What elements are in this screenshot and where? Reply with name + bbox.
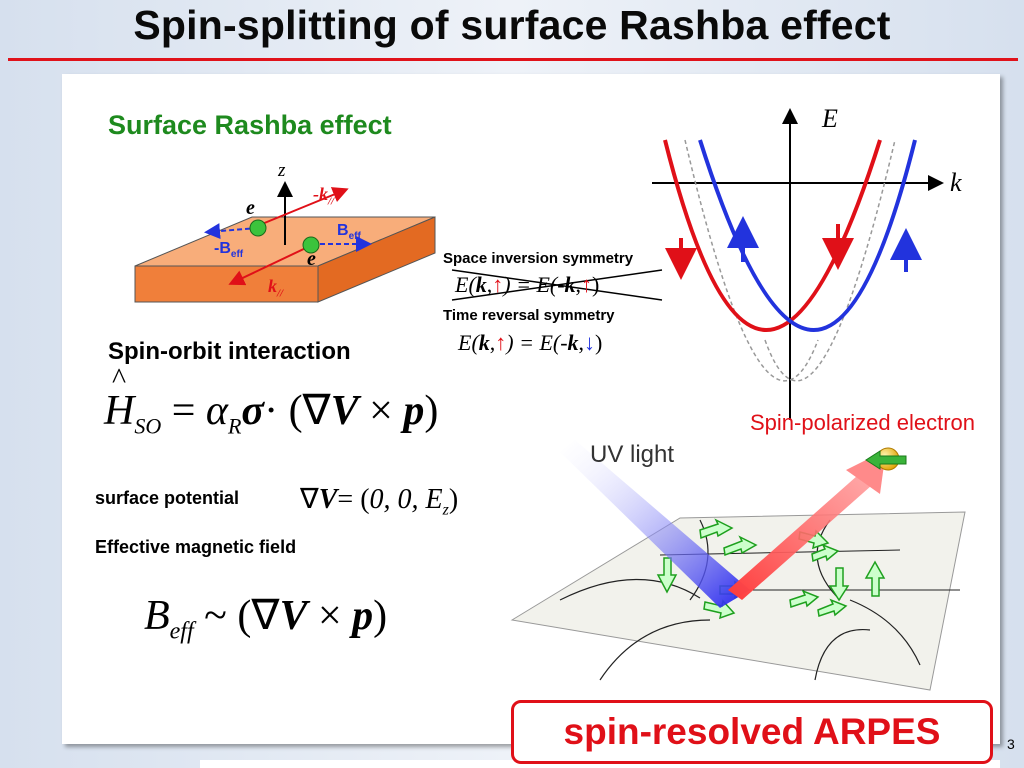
band-gray-dashed-left [684, 139, 819, 382]
band-diagram [652, 108, 944, 420]
minus-k-label: -k// [313, 184, 335, 208]
energy-axis-label: E [822, 104, 838, 133]
electron-label-bottom: e [307, 248, 316, 270]
slide-title: Spin-splitting of surface Rashba effect [133, 2, 891, 48]
spin-polarized-electron-label: Spin-polarized electron [750, 410, 976, 435]
title-rule [8, 58, 1018, 61]
spin-arrow [789, 589, 820, 608]
time-reversal-equation: E(k,↑) = E(-k,↓) [458, 330, 603, 355]
minus-beff-label: -Beff [214, 240, 244, 261]
slab-front-face [134, 265, 319, 303]
momentum-axis-label: k [950, 168, 962, 197]
electron-label-top: e [246, 197, 255, 219]
uv-light-beam [560, 440, 750, 608]
electron-top [249, 219, 267, 237]
photoelectron-beam [728, 468, 880, 600]
spin-orbit-heading: Spin-orbit interaction [108, 338, 351, 365]
sample-surface [510, 511, 966, 691]
spin-arrow [811, 543, 840, 563]
fermi-contour-4 [849, 599, 921, 666]
spin-arrow [864, 560, 886, 597]
spin-arrow [817, 598, 848, 617]
fermi-contour-6 [814, 629, 871, 681]
k-label: k// [268, 276, 284, 300]
electron-spin-arrow-green [865, 450, 907, 470]
fermi-contour-5 [599, 619, 711, 681]
hso-equation: ^HSO = αRσ· (∇V × p) [104, 362, 439, 439]
content-panel-tail [200, 760, 1000, 768]
beff-equation: Beff ~ (∇V × p) [144, 593, 388, 645]
rashba-slab-diagram [134, 181, 436, 303]
spin-arrow [723, 535, 758, 557]
surface-rashba-heading: Surface Rashba effect [108, 110, 392, 140]
beff-label: Beff [337, 222, 361, 243]
hso-hat-H: ^H [104, 362, 135, 434]
uv-light-label: UV light [590, 441, 675, 468]
spin-arrow [699, 518, 734, 540]
spin-arrow [828, 567, 850, 602]
k-arrow [228, 245, 311, 286]
spin-arrow [656, 557, 678, 594]
slab-side-face [317, 216, 436, 303]
space-inversion-strike-2 [451, 269, 663, 301]
electron-bottom [302, 236, 320, 254]
space-inversion-equation: E(k,↑) = E(-k,↑) [455, 272, 600, 297]
z-axis-label: z [278, 160, 286, 181]
surface-potential-label: surface potential [95, 488, 240, 508]
effective-field-label: Effective magnetic field [95, 537, 297, 557]
band-spin-up-red [663, 139, 882, 332]
minus-k-arrow [261, 187, 349, 225]
space-inversion-label: Space inversion symmetry [443, 250, 634, 267]
page-number: 3 [1007, 736, 1015, 752]
fermi-contour-1 [559, 578, 701, 601]
time-reversal-label: Time reversal symmetry [443, 307, 615, 324]
hat-accent: ^ [112, 362, 127, 395]
arpes-surface [510, 440, 966, 691]
spin-resolved-arpes-box: spin-resolved ARPES [511, 700, 993, 764]
potential-equation: ∇V= (0, 0, Ez) [300, 484, 459, 519]
